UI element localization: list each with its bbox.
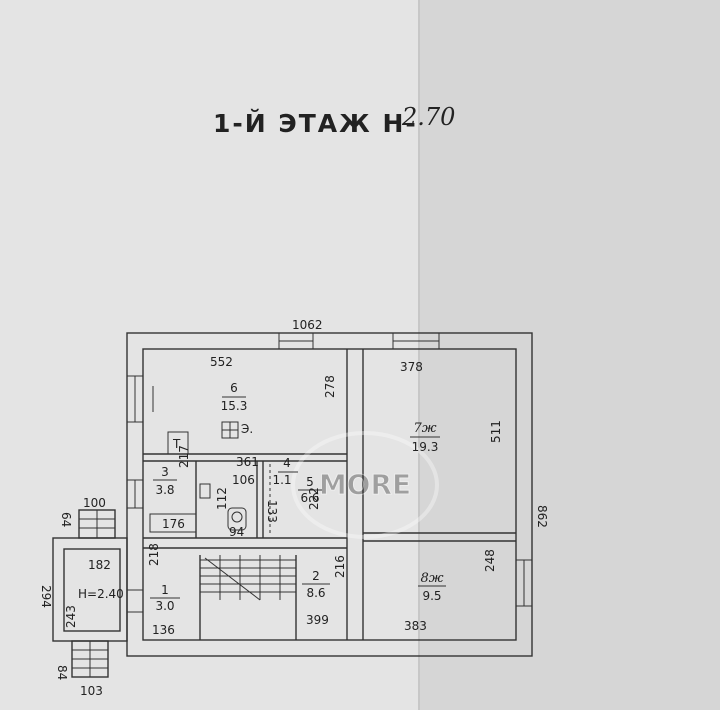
- dim-step-depth: 84: [55, 665, 69, 680]
- dim-right-total: 862: [535, 505, 549, 528]
- dim-step-width: 103: [80, 684, 103, 698]
- dimensions: 1062 862 552 278 378 511 383 248 399 216…: [39, 318, 549, 698]
- svg-text:2: 2: [312, 569, 320, 583]
- dim-vest-width: 182: [88, 558, 111, 572]
- room-4-label: 4 1.1: [272, 456, 298, 487]
- svg-text:3: 3: [161, 465, 169, 479]
- svg-text:19.3: 19.3: [412, 440, 439, 454]
- svg-text:6: 6: [230, 381, 238, 395]
- dim-r8-width: 383: [404, 619, 427, 633]
- svg-text:5: 5: [306, 475, 314, 489]
- svg-text:3.0: 3.0: [155, 599, 174, 613]
- dim-r5-width: 222: [307, 487, 321, 510]
- dim-r6-height: 278: [323, 375, 337, 398]
- svg-text:8ж: 8ж: [420, 571, 443, 586]
- watermark-text: MORE: [319, 468, 411, 501]
- vestibule-height-label: Н=2.40: [78, 587, 124, 601]
- dim-r5-height: 133: [265, 500, 279, 523]
- dim-r7-height: 511: [489, 420, 503, 443]
- dim-bath-length: 176: [162, 517, 185, 531]
- windows: [126, 332, 533, 613]
- dim-bath-height: 112: [215, 487, 229, 510]
- sink: [199, 483, 211, 499]
- stove-box: [167, 431, 189, 455]
- dim-r2-height: 216: [333, 555, 347, 578]
- paper-right: [420, 0, 720, 710]
- porch-steps: [72, 510, 115, 677]
- plan-height-handwritten: 2.70: [401, 103, 455, 131]
- svg-text:15.3: 15.3: [221, 399, 248, 413]
- svg-text:4: 4: [283, 456, 291, 470]
- dim-bath-width: 94: [229, 525, 244, 539]
- svg-text:1.1: 1.1: [272, 473, 291, 487]
- room-7-label: 7ж 19.3: [410, 421, 440, 454]
- dim-r2-width: 399: [306, 613, 329, 627]
- dim-porch-width: 100: [83, 496, 106, 510]
- toilet: [227, 507, 247, 531]
- dim-vest-outer: 294: [39, 585, 53, 608]
- stove-letter: Т: [172, 437, 181, 451]
- dim-r1-width: 136: [152, 623, 175, 637]
- dim-r4-extra: 106: [232, 473, 255, 487]
- dim-r4-width: 361: [236, 455, 259, 469]
- svg-text:1: 1: [161, 583, 169, 597]
- bathtub: [149, 513, 197, 533]
- staircase: [200, 555, 296, 601]
- dim-top-total: 1062: [292, 318, 323, 332]
- dim-porch-height: 64: [59, 512, 73, 527]
- room-8-label: 8ж 9.5: [418, 571, 446, 603]
- dim-r7-width: 378: [400, 360, 423, 374]
- svg-text:8.6: 8.6: [306, 586, 325, 600]
- room-2-label: 2 8.6: [302, 569, 330, 600]
- room-5-label: 5 6.6: [298, 475, 322, 505]
- fixtures: [149, 386, 271, 536]
- svg-text:6.6: 6.6: [300, 491, 319, 505]
- stove-mark: Э.: [241, 422, 253, 436]
- dim-r1-height: 218: [147, 543, 161, 566]
- dim-r3-height: 217: [177, 445, 191, 468]
- room-3-label: 3 3.8: [153, 465, 177, 497]
- plan-title: 1-Й ЭТАЖ Н-: [213, 109, 418, 138]
- room-6-label: 6 15.3: [221, 381, 248, 413]
- watermark: MORE: [291, 431, 439, 539]
- room-1-label: 1 3.0: [150, 583, 180, 613]
- svg-text:7ж: 7ж: [413, 421, 436, 436]
- svg-text:3.8: 3.8: [155, 483, 174, 497]
- dim-vest-height: 243: [64, 605, 78, 628]
- svg-text:9.5: 9.5: [422, 589, 441, 603]
- dim-r8-height: 248: [483, 549, 497, 572]
- dim-r6-width: 552: [210, 355, 233, 369]
